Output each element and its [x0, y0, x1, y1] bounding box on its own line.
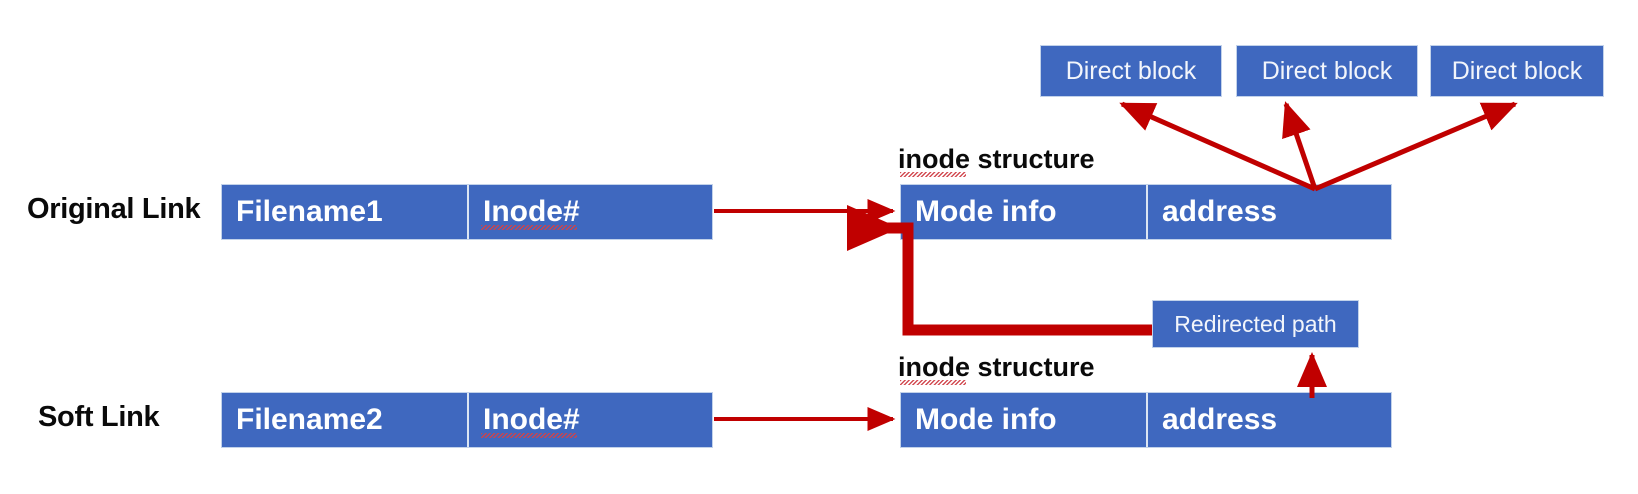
original-filename-cell: Filename1	[222, 185, 469, 239]
soft-inode-label: Inode#	[483, 403, 580, 436]
original-mode-info-label: Mode info	[915, 195, 1057, 228]
original-address-label: address	[1162, 195, 1278, 228]
spellcheck-underline-inode-bottom	[900, 380, 966, 385]
original-mode-info-cell: Mode info	[901, 185, 1148, 239]
arrow-address-to-direct-block-3	[1314, 101, 1518, 192]
soft-mode-info-cell: Mode info	[901, 393, 1148, 447]
soft-inode-structure-table: Mode info address	[900, 392, 1392, 448]
soft-address-cell: address	[1148, 393, 1391, 447]
original-link-dirent-table: Filename1 Inode#	[221, 184, 713, 240]
direct-block-2-label: Direct block	[1261, 56, 1393, 85]
row-label-soft-link: Soft Link	[38, 401, 160, 433]
caption-inode-structure-bottom: inode structure	[898, 352, 1095, 382]
original-address-cell: address	[1148, 185, 1391, 239]
original-filename-label: Filename1	[236, 195, 383, 228]
spellcheck-underline-original-inode	[481, 225, 577, 230]
soft-mode-info-label: Mode info	[915, 403, 1057, 436]
soft-filename-label: Filename2	[236, 403, 383, 436]
original-inode-structure-table: Mode info address	[900, 184, 1392, 240]
redirected-path-label: Redirected path	[1174, 310, 1337, 337]
direct-block-3-label: Direct block	[1451, 56, 1583, 85]
redirected-path-box: Redirected path	[1152, 300, 1359, 348]
row-label-original-link: Original Link	[27, 193, 201, 225]
direct-block-3: Direct block	[1430, 45, 1604, 97]
direct-block-2: Direct block	[1236, 45, 1418, 97]
soft-address-label: address	[1162, 403, 1278, 436]
caption-inode-structure-top: inode structure	[898, 144, 1095, 174]
arrow-address-to-direct-block-2	[1282, 101, 1318, 190]
direct-block-1: Direct block	[1040, 45, 1222, 97]
soft-link-dirent-table: Filename2 Inode#	[221, 392, 713, 448]
soft-inode-cell: Inode#	[469, 393, 712, 447]
original-inode-cell: Inode#	[469, 185, 712, 239]
spellcheck-underline-inode-top	[900, 172, 966, 177]
original-inode-label: Inode#	[483, 195, 580, 228]
arrow-redirected-path-to-original-inode	[888, 222, 1152, 336]
arrow-address-to-direct-block-1	[1119, 101, 1317, 192]
spellcheck-underline-soft-inode	[481, 433, 577, 438]
direct-block-1-label: Direct block	[1065, 56, 1197, 85]
soft-filename-cell: Filename2	[222, 393, 469, 447]
